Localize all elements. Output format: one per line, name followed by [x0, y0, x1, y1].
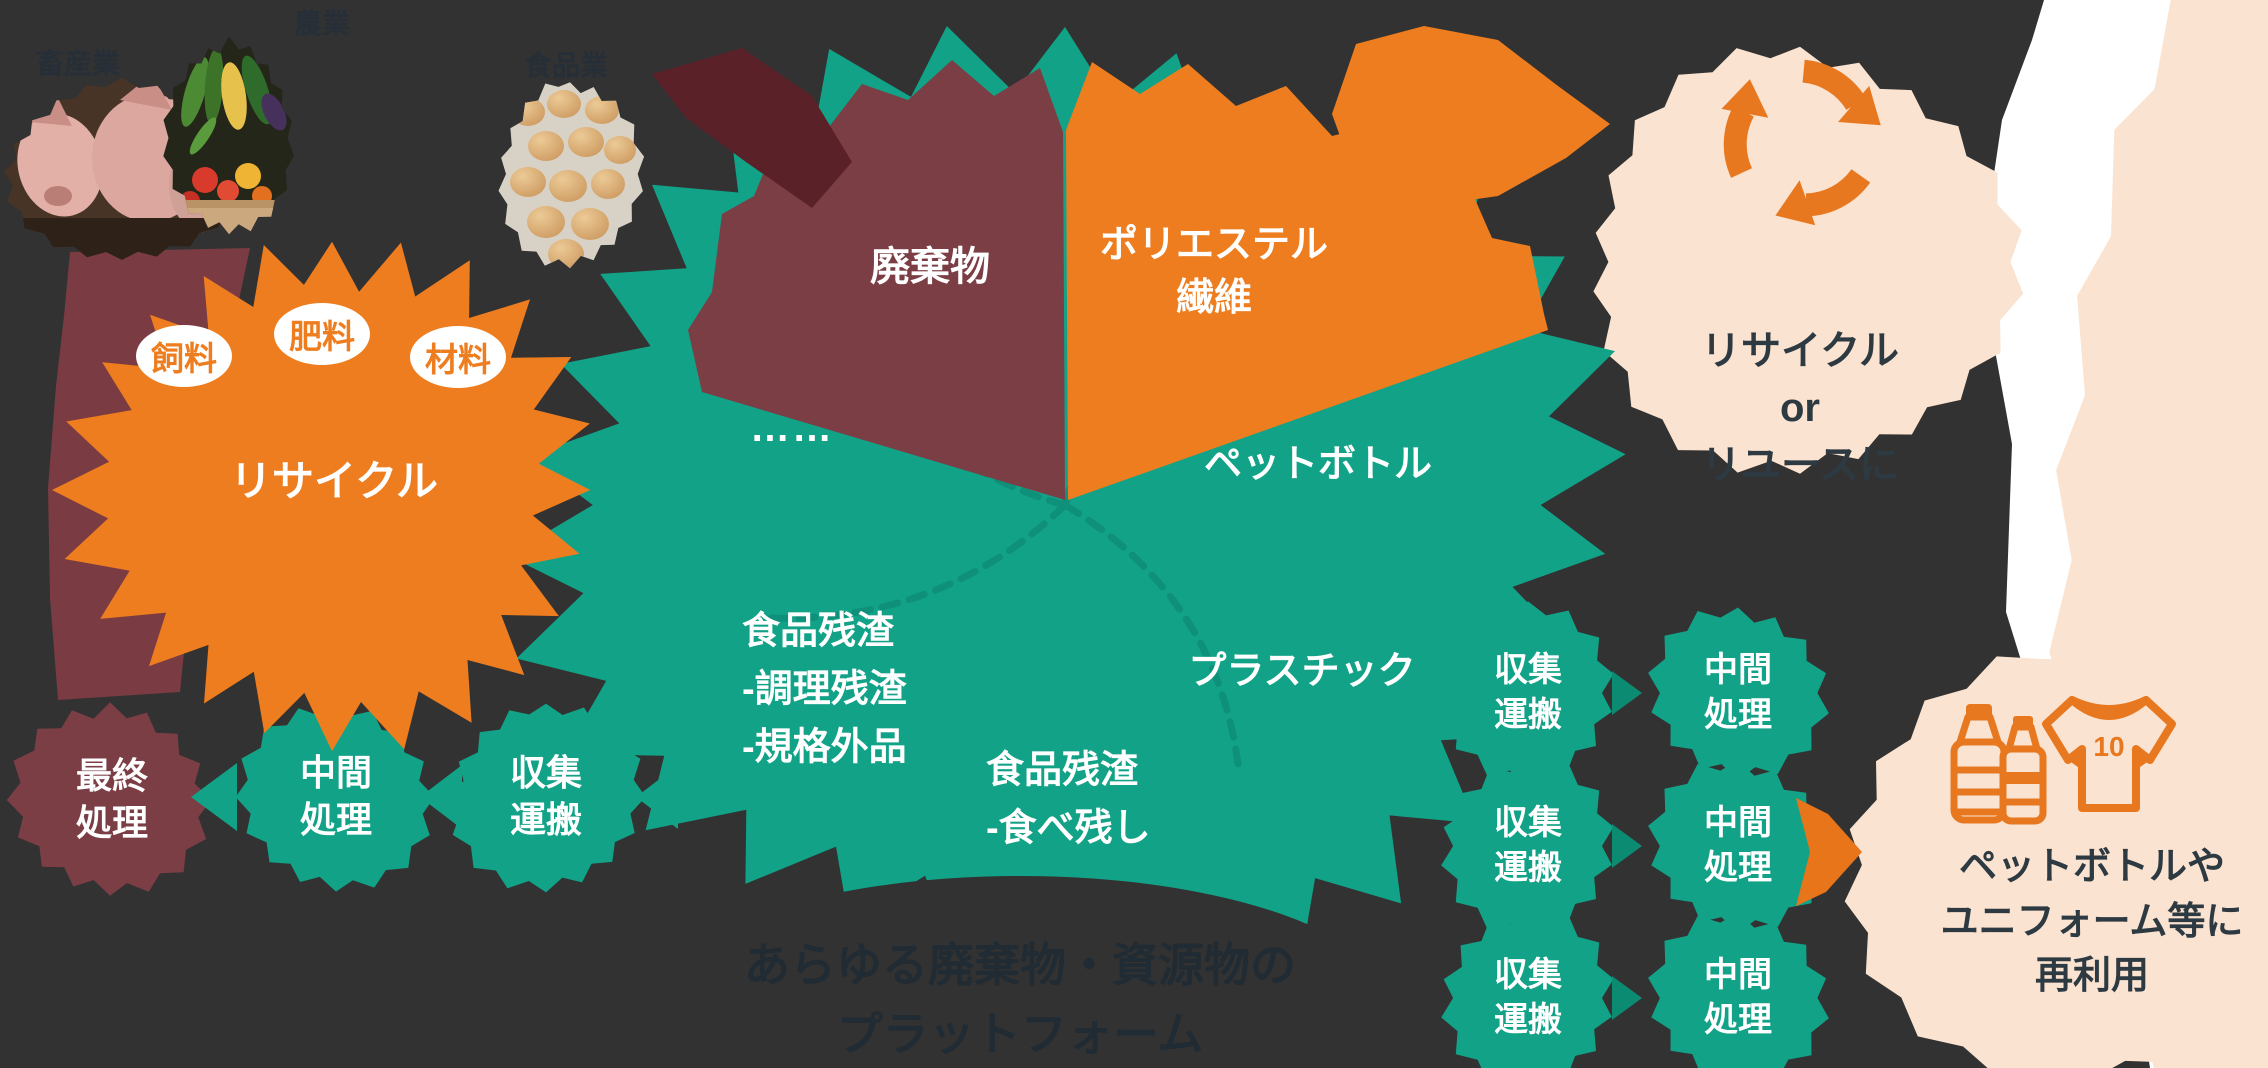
wheel-food-residue-leftover-label: 食品残渣 -食べ残し — [986, 749, 1151, 849]
intermediate-label-r2: 中間 処理 — [1704, 804, 1772, 887]
wheel-plastic-label: プラスチック — [1188, 650, 1416, 693]
wheel-food-residue-processing-label: 食品残渣 -調理残渣 -規格外品 — [742, 610, 907, 768]
intermediate-blob-left — [235, 700, 435, 892]
right-flow-arrows — [1612, 671, 1642, 1020]
recycle-arrows-icon — [1721, 59, 1881, 226]
intermediate-label-r3: 中間 処理 — [1704, 956, 1772, 1039]
waste-inflow-swoosh — [652, 48, 852, 208]
collection-label-r3: 収集 運搬 — [1494, 956, 1562, 1039]
to-recycle-arrow — [1332, 26, 1610, 206]
recycle-circle-blob — [1593, 46, 2024, 474]
source-label-food-industry: 食品業 — [523, 49, 609, 81]
collection-label-r1: 収集 運搬 — [1494, 651, 1562, 734]
intermediate-label-r1: 中間 処理 — [1704, 651, 1772, 734]
badge-fertilizer: 肥料 — [274, 303, 370, 365]
wheel-waste-label: 廃棄物 — [870, 245, 990, 289]
shirt-number: 10 — [2093, 731, 2124, 762]
arrow-right-icon — [1612, 824, 1642, 868]
badge-feed: 飼料 — [136, 325, 232, 387]
arrow-left-icon — [191, 763, 237, 831]
polyester-sector — [1066, 62, 1548, 500]
platform-title: あらゆる廃棄物・資源物の プラットフォーム — [744, 939, 1296, 1060]
final-disposal-label: 最終 処理 — [75, 755, 149, 843]
to-reuse-arrow — [1796, 798, 1862, 906]
wheel-polyester-label: ポリエステル 繊維 — [1099, 223, 1329, 319]
final-disposal-blob — [6, 702, 212, 896]
left-flow-arrows — [191, 763, 678, 831]
arrow-right-icon — [1612, 976, 1642, 1020]
arrow-right-icon — [1612, 671, 1642, 715]
wheel-others-dots: …… — [750, 406, 834, 450]
badge-material: 材料 — [410, 326, 506, 388]
collection-label-r2: 収集 運搬 — [1494, 804, 1562, 887]
pet-bottle-icon — [1999, 716, 2047, 825]
right-flow-blobs — [1441, 601, 1829, 1068]
arrow-left-icon — [636, 765, 678, 829]
intermediate-label-left: 中間 処理 — [299, 752, 373, 840]
bread-photo — [498, 82, 645, 269]
wheel-pet-bottle-label: ペットボトル — [1203, 443, 1433, 486]
collection-label-left: 収集 運搬 — [509, 752, 583, 840]
arrow-left-icon — [420, 765, 462, 829]
source-label-livestock: 畜産業 — [35, 47, 121, 79]
reuse-circle-label: ペットボトルや ユニフォーム等に 再利用 — [1940, 845, 2244, 998]
platform-ellipse — [648, 876, 1392, 1068]
source-label-agriculture: 農業 — [293, 7, 351, 39]
recycle-hub-label: リサイクル — [230, 457, 438, 505]
recycle-circle-label: リサイクル or リユースに — [1701, 328, 1899, 487]
uniform-shirt-icon: 10 — [2042, 696, 2176, 812]
collection-blob-left — [448, 703, 646, 893]
